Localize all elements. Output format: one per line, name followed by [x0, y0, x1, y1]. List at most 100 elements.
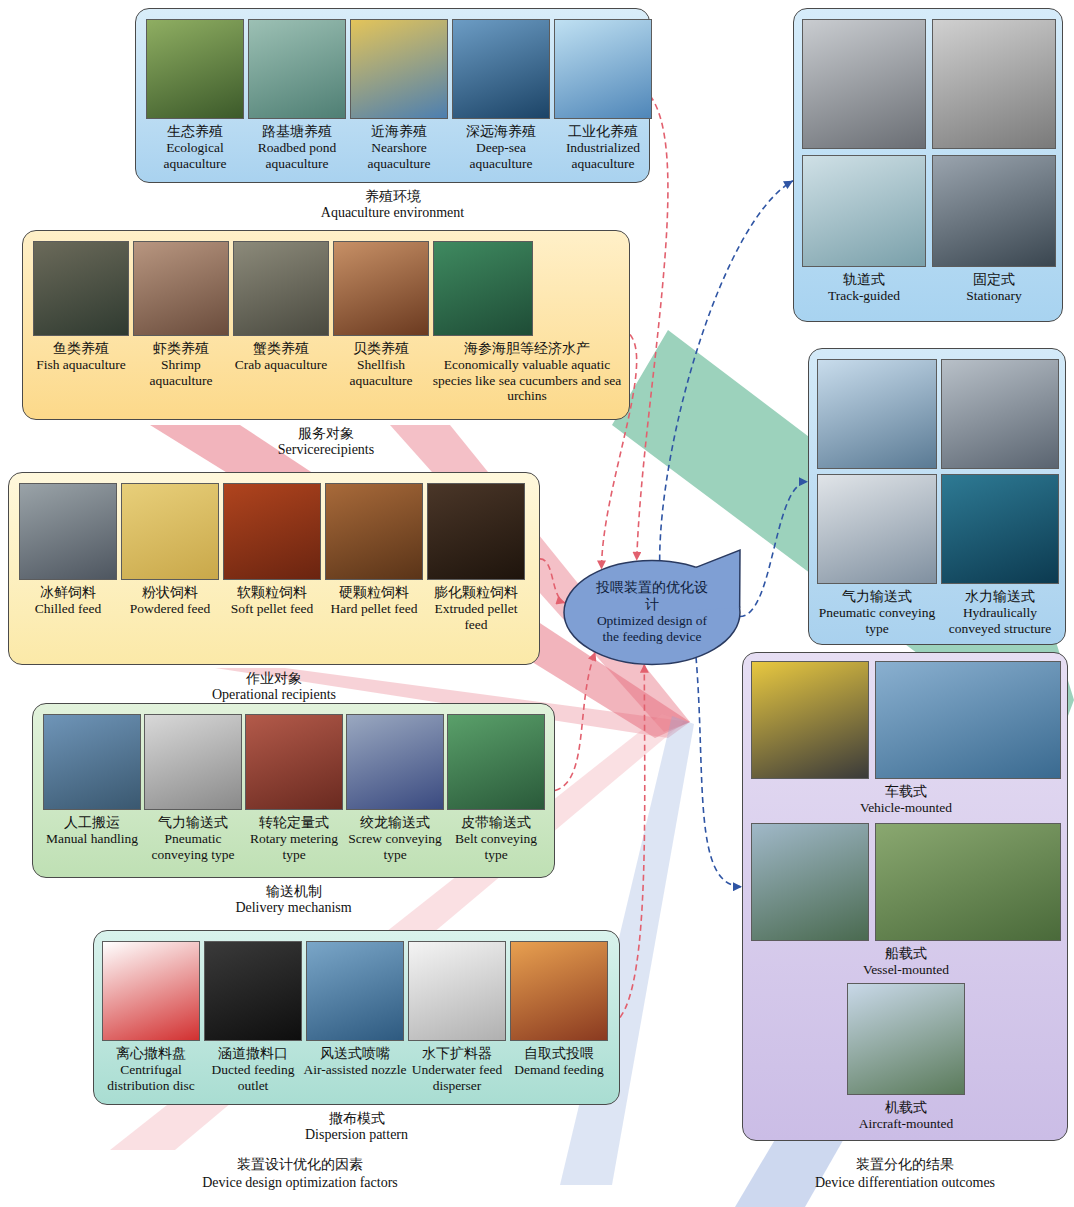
label-en: Pneumatic conveying type [813, 605, 941, 636]
label-en: Screw conveying type [342, 831, 448, 862]
photo [847, 983, 965, 1095]
factor-panel: 养殖环境Aquaculture environment生态养殖Ecologica… [135, 8, 650, 183]
photo [144, 714, 242, 810]
label-en: Hydraulically conveyed structure [937, 605, 1063, 636]
photo [447, 714, 545, 810]
label-en: Stationary [928, 288, 1060, 304]
photo-item: 硬颗粒饲料Hard pellet feed [325, 483, 423, 617]
photo [932, 155, 1056, 267]
label-zh: 工业化养殖 [550, 123, 656, 140]
photo-item: 贝类养殖Shellfish aquaculture [333, 241, 429, 388]
label-zh: 水力输送式 [937, 588, 1063, 605]
photo-item: 生态养殖Ecological aquaculture [146, 19, 244, 171]
label-zh: 自取式投喂 [506, 1045, 612, 1062]
axis-label: 装置分化的结果 [775, 1156, 1035, 1173]
label-en: Track-guided [798, 288, 930, 304]
photo-item: 鱼类养殖Fish aquaculture [33, 241, 129, 373]
caption: 涵道撒料口Ducted feeding outlet [200, 1045, 306, 1093]
panel-heading: 服务对象Servicerecipients [3, 425, 649, 458]
caption: 机载式Aircraft-mounted [747, 1099, 1065, 1132]
panel-heading: 输送机制Delivery mechanism [13, 883, 574, 916]
label-zh: 固定式 [928, 271, 1060, 288]
factor-panel: 服务对象Servicerecipients鱼类养殖Fish aquacultur… [22, 230, 630, 420]
photo [817, 359, 937, 469]
caption: 水力输送式Hydraulically conveyed structure [937, 588, 1063, 636]
caption: 膨化颗粒饲料Extruded pellet feed [423, 584, 529, 632]
photo-item: 近海养殖Nearshore aquaculture [350, 19, 448, 171]
label-zh: 膨化颗粒饲料 [423, 584, 529, 601]
photo-item: 人工搬运Manual handling [43, 714, 141, 847]
label-zh: 水下扩料器 [404, 1045, 510, 1062]
label-en: Optimized design of the feeding device [592, 613, 712, 644]
label-zh: 输送机制 [13, 883, 574, 900]
label-en: Fish aquaculture [29, 357, 133, 373]
photo-item: 蟹类养殖Crab aquaculture [233, 241, 329, 373]
photo-item: 水下扩料器Underwater feed disperser [408, 941, 506, 1093]
caption: 海参海胆等经济水产Economically valuable aquatic s… [427, 340, 627, 404]
label-en: Shrimp aquaculture [129, 357, 233, 388]
label-en: Centrifugal distribution disc [98, 1062, 204, 1093]
axis-label: Device differentiation outcomes [705, 1174, 1074, 1191]
label-en: Hard pellet feed [321, 601, 427, 617]
label-zh: 转轮定量式 [241, 814, 347, 831]
photo [33, 241, 129, 336]
photo [248, 19, 346, 119]
label-zh: 鱼类养殖 [29, 340, 133, 357]
photo-item: 自取式投喂Demand feeding [510, 941, 608, 1078]
photo [802, 19, 926, 149]
photo-item: 皮带输送式Belt conveying type [447, 714, 545, 862]
label-zh: 人工搬运 [39, 814, 145, 831]
label-en: Deep-sea aquaculture [448, 140, 554, 171]
caption: 固定式Stationary [928, 271, 1060, 304]
label-en: Manual handling [39, 831, 145, 847]
caption: 蟹类养殖Crab aquaculture [229, 340, 333, 373]
photo [875, 823, 1061, 941]
photo [223, 483, 321, 580]
caption: 生态养殖Ecological aquaculture [142, 123, 248, 171]
photo-item: 冰鲜饲料Chilled feed [19, 483, 117, 617]
panel-heading: 撒布模式Dispersion pattern [74, 1110, 639, 1143]
label-en: Soft pellet feed [219, 601, 325, 617]
photo [233, 241, 329, 336]
photo-item: 膨化颗粒饲料Extruded pellet feed [427, 483, 525, 632]
label-zh: 撒布模式 [74, 1110, 639, 1127]
photo [146, 19, 244, 119]
photo [346, 714, 444, 810]
label-zh: 气力输送式 [813, 588, 941, 605]
label-en: Underwater feed disperser [404, 1062, 510, 1093]
label-zh: 冰鲜饲料 [15, 584, 121, 601]
caption: 工业化养殖Industrialized aquaculture [550, 123, 656, 171]
label-zh: 路基塘养殖 [244, 123, 350, 140]
label-zh: 皮带输送式 [443, 814, 549, 831]
photo [875, 661, 1061, 779]
label-zh: 气力输送式 [140, 814, 246, 831]
design-drop: 投喂装置的优化设计Optimized design of the feeding… [562, 546, 744, 667]
photo-item: 车载式Vehicle-mounted [751, 661, 1061, 816]
label-en: Delivery mechanism [13, 900, 574, 916]
label-en: Roadbed pond aquaculture [244, 140, 350, 171]
label-en: Ecological aquaculture [142, 140, 248, 171]
label-en: Industrialized aquaculture [550, 140, 656, 171]
dashed-arrow [660, 181, 793, 560]
photo [306, 941, 404, 1041]
factor-panel: 作业对象Operational recipients冰鲜饲料Chilled fe… [8, 472, 540, 665]
label-zh: 机载式 [747, 1099, 1065, 1116]
photo-item: 绞龙输送式Screw conveying type [346, 714, 444, 862]
caption: 气力输送式Pneumatic conveying type [813, 588, 941, 636]
photo-item: 工业化养殖Industrialized aquaculture [554, 19, 652, 171]
label-zh: 生态养殖 [142, 123, 248, 140]
label-en: Air-assisted nozzle [302, 1062, 408, 1078]
factor-panel: 撒布模式Dispersion pattern离心撒料盘Centrifugal d… [93, 930, 620, 1105]
caption: 离心撒料盘Centrifugal distribution disc [98, 1045, 204, 1093]
label-zh: 深远海养殖 [448, 123, 554, 140]
outcome-panel: 轨道式Track-guided固定式Stationary [793, 8, 1063, 322]
label-zh: 绞龙输送式 [342, 814, 448, 831]
photo [133, 241, 229, 336]
caption: 粉状饲料Powdered feed [117, 584, 223, 617]
caption: 冰鲜饲料Chilled feed [15, 584, 121, 617]
photo-item: 轨道式Track-guided [802, 19, 926, 304]
photo [43, 714, 141, 810]
dashed-arrow [696, 657, 742, 887]
caption: 转轮定量式Rotary metering type [241, 814, 347, 862]
